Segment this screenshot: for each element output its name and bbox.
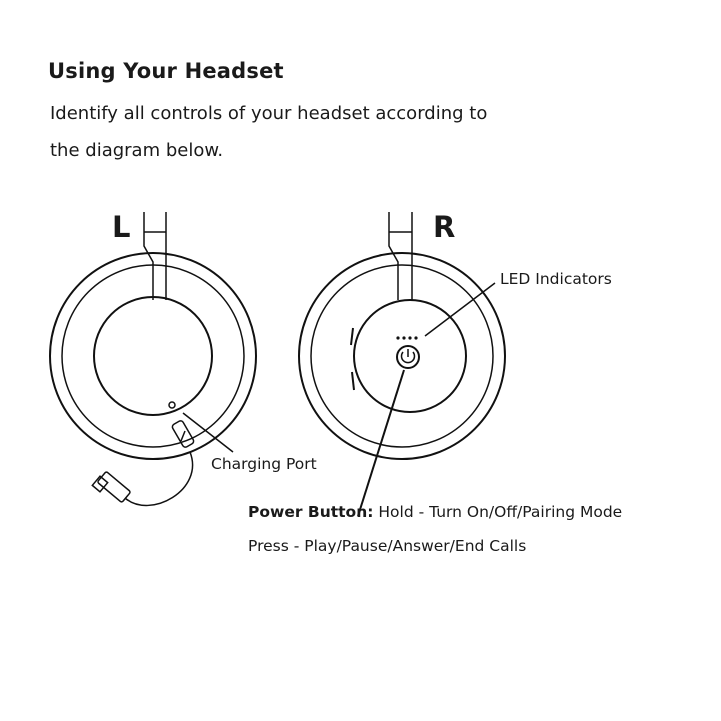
power-button-press-label: Press - Play/Pause/Answer/End Calls [248,537,526,555]
side-button-top [351,328,353,345]
usb-connector-icon [92,471,130,502]
power-button-title: Power Button: [248,503,373,521]
left-side-label: L [112,210,130,244]
power-leader [358,370,404,516]
right-side-label: R [433,210,455,244]
power-hold-text: Hold - Turn On/Off/Pairing Mode [378,503,622,521]
charging-port-label: Charging Port [211,455,317,473]
side-button-bottom [352,372,354,390]
power-button-hold-label: Power Button: Hold - Turn On/Off/Pairing… [248,503,622,521]
charging-leader [183,413,233,452]
charging-cable [125,452,193,505]
led-leader [425,283,495,336]
led-dot [408,336,411,339]
led-dot [396,336,399,339]
power-icon [397,346,419,368]
charging-port [169,402,175,408]
left-cup-face [94,297,212,415]
right-earcup [299,212,505,516]
led-dot [414,336,417,339]
led-indicator-dots [396,336,417,339]
right-headband [389,212,412,300]
led-indicators-label: LED Indicators [500,270,612,288]
left-headband [144,212,166,300]
led-dot [402,336,405,339]
